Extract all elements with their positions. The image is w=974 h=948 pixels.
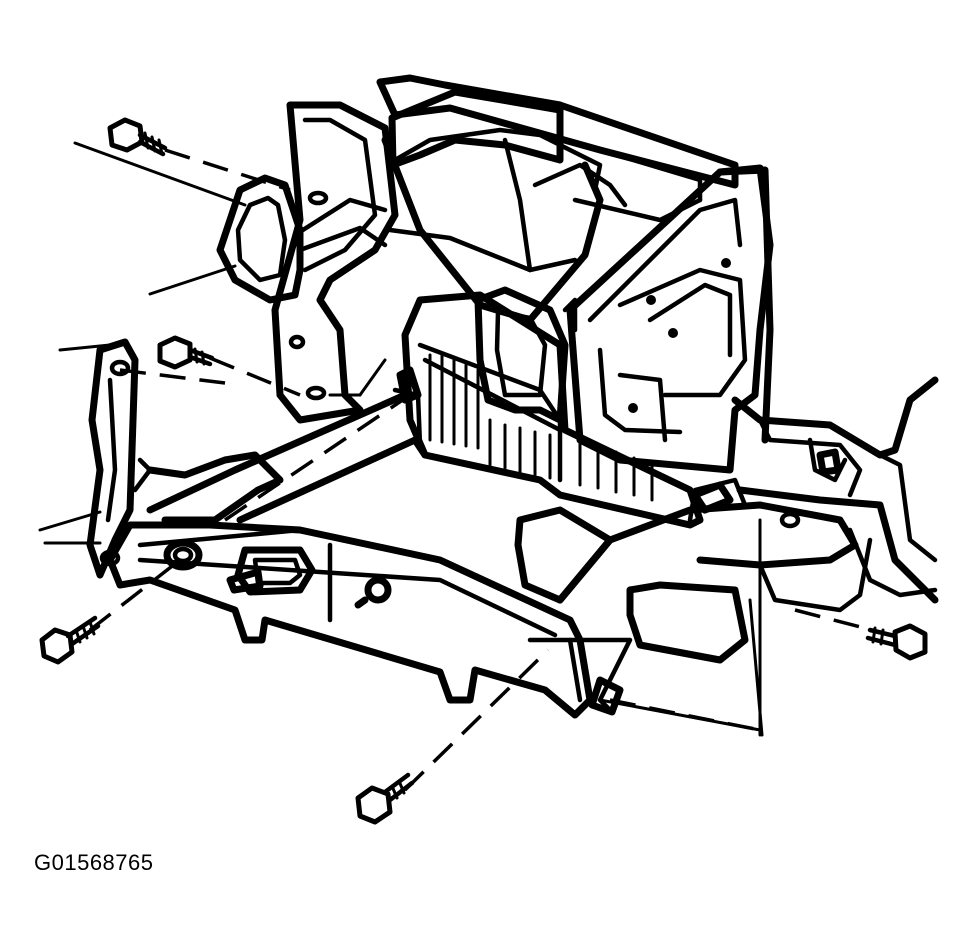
heater-core	[401, 286, 704, 529]
left-duct-outlet	[216, 174, 304, 304]
core-fins	[428, 353, 654, 502]
bolt-right	[865, 623, 928, 661]
figure-id-label: G01568765	[34, 850, 154, 875]
bolt-lower-left	[39, 615, 101, 665]
bolt-paths	[88, 148, 881, 792]
blower-section	[514, 477, 873, 716]
bolt-bottom-center	[355, 772, 415, 825]
bolt-upper-left	[107, 117, 168, 157]
bolt-mid-left	[157, 335, 215, 370]
right-frame	[731, 376, 939, 604]
upper-housing	[271, 74, 739, 424]
lower-tray	[86, 338, 594, 719]
